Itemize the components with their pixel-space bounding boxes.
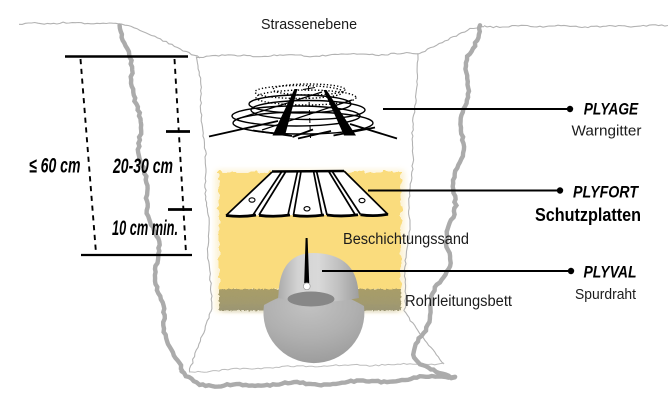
svg-text:PLYVAL: PLYVAL <box>584 262 637 281</box>
svg-text:≤ 60 cm: ≤ 60 cm <box>29 155 81 178</box>
svg-text:Strassenebene: Strassenebene <box>261 16 357 33</box>
svg-text:20-30 cm: 20-30 cm <box>112 155 173 178</box>
svg-text:Beschichtungssand: Beschichtungssand <box>343 231 469 248</box>
svg-text:PLYFORT: PLYFORT <box>573 182 639 201</box>
svg-text:10 cm min.: 10 cm min. <box>112 217 178 240</box>
svg-text:Warngitter: Warngitter <box>572 122 642 139</box>
svg-text:PLYAGE: PLYAGE <box>584 100 639 119</box>
svg-text:Spurdraht: Spurdraht <box>575 286 637 303</box>
svg-text:Rohrleitungsbett: Rohrleitungsbett <box>405 293 513 310</box>
svg-text:Schutzplatten: Schutzplatten <box>535 204 641 225</box>
